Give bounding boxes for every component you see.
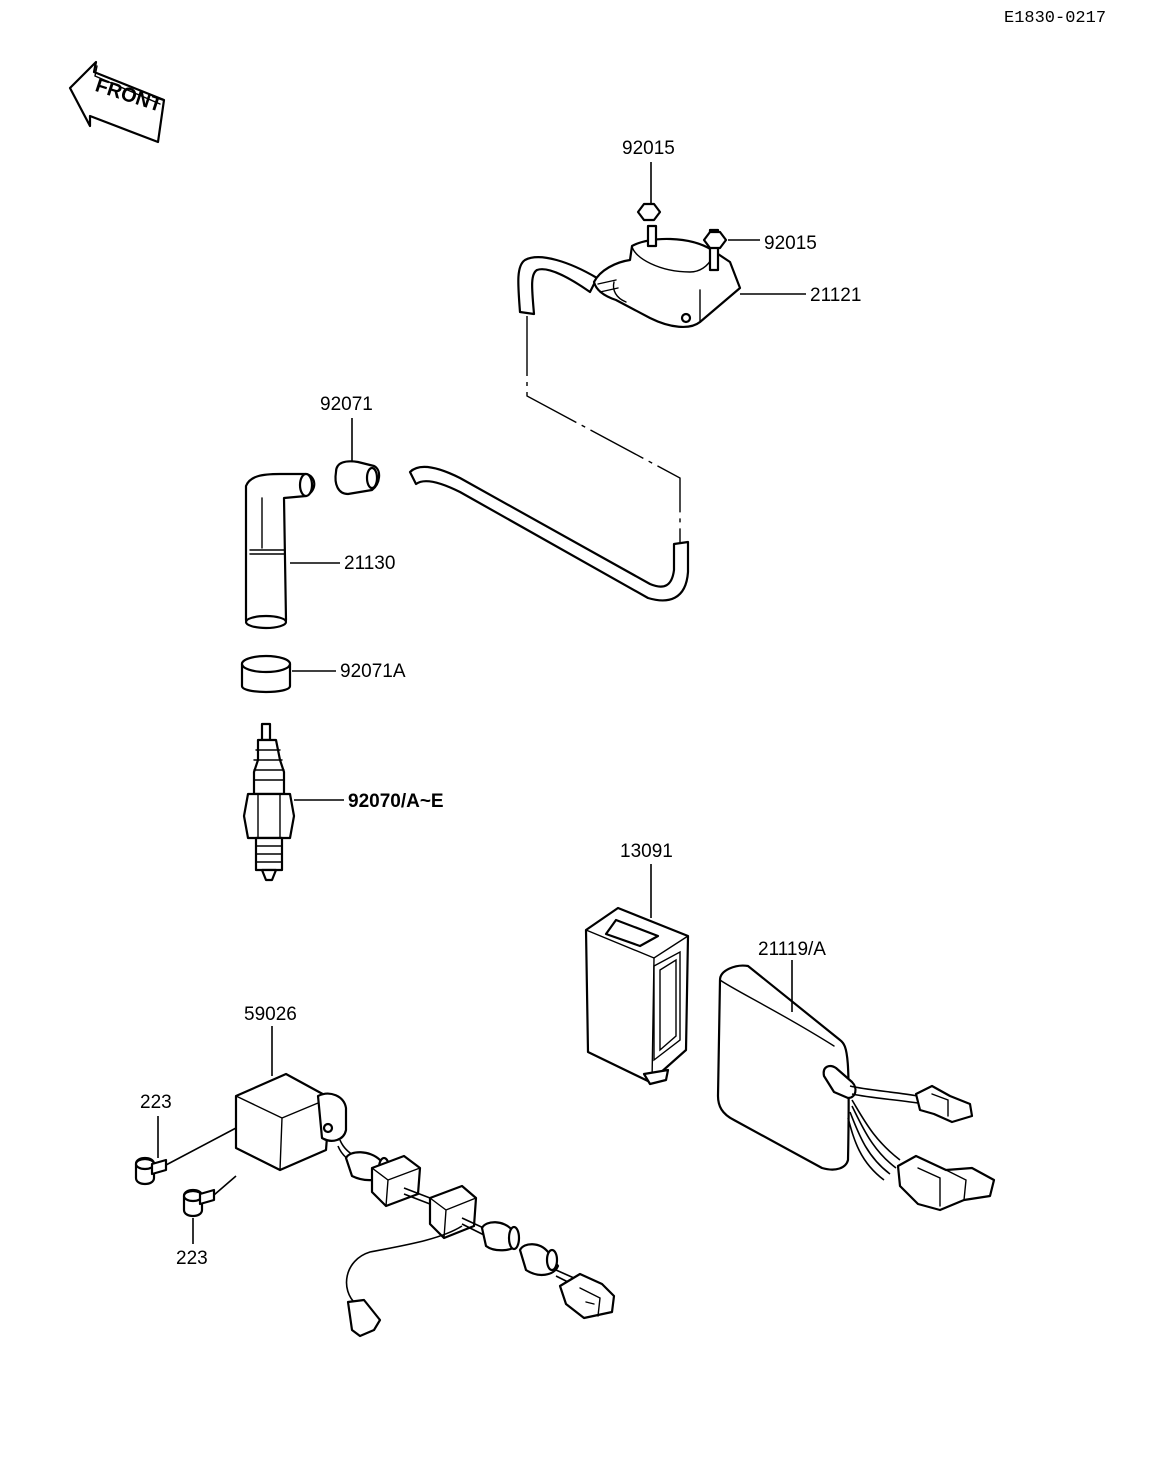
cap-92071-drawing — [334, 460, 381, 496]
label-21121: 21121 — [810, 285, 861, 306]
label-13091: 13091 — [620, 841, 673, 862]
label-59026: 59026 — [244, 1004, 297, 1025]
spark-plug-drawing — [242, 722, 296, 882]
ignition-coil-drawing — [517, 202, 742, 550]
nut-92015-a — [636, 202, 662, 222]
nut-92015-b — [702, 230, 728, 250]
label-21130: 21130 — [344, 553, 395, 574]
bolt-223-b — [182, 1188, 216, 1218]
plug-cap-21130-drawing — [244, 472, 316, 630]
front-arrow-icon: FRONT — [68, 60, 166, 144]
label-223-top: 223 — [140, 1092, 172, 1113]
pulser-harness-drawing — [134, 1072, 616, 1338]
cdi-unit-drawing — [716, 964, 996, 1212]
reference-code: E1830-0217 — [1004, 9, 1106, 28]
label-92070: 92070/A~E — [348, 791, 444, 812]
label-92015-side: 92015 — [764, 233, 817, 254]
label-92071a: 92071A — [340, 661, 406, 682]
label-223-bottom: 223 — [176, 1248, 208, 1269]
leader-lines — [157, 162, 806, 1244]
label-21119a: 21119/A — [758, 939, 826, 960]
label-92015-top: 92015 — [622, 138, 675, 159]
seal-92071a-drawing — [240, 654, 292, 694]
label-92071: 92071 — [320, 394, 373, 415]
rubber-boot-13091-drawing — [584, 906, 690, 1086]
high-tension-lead — [408, 465, 690, 602]
bolt-223-a — [134, 1156, 168, 1186]
part-labels: 92015 92015 21121 92071 21130 92071A 920… — [140, 138, 861, 1269]
